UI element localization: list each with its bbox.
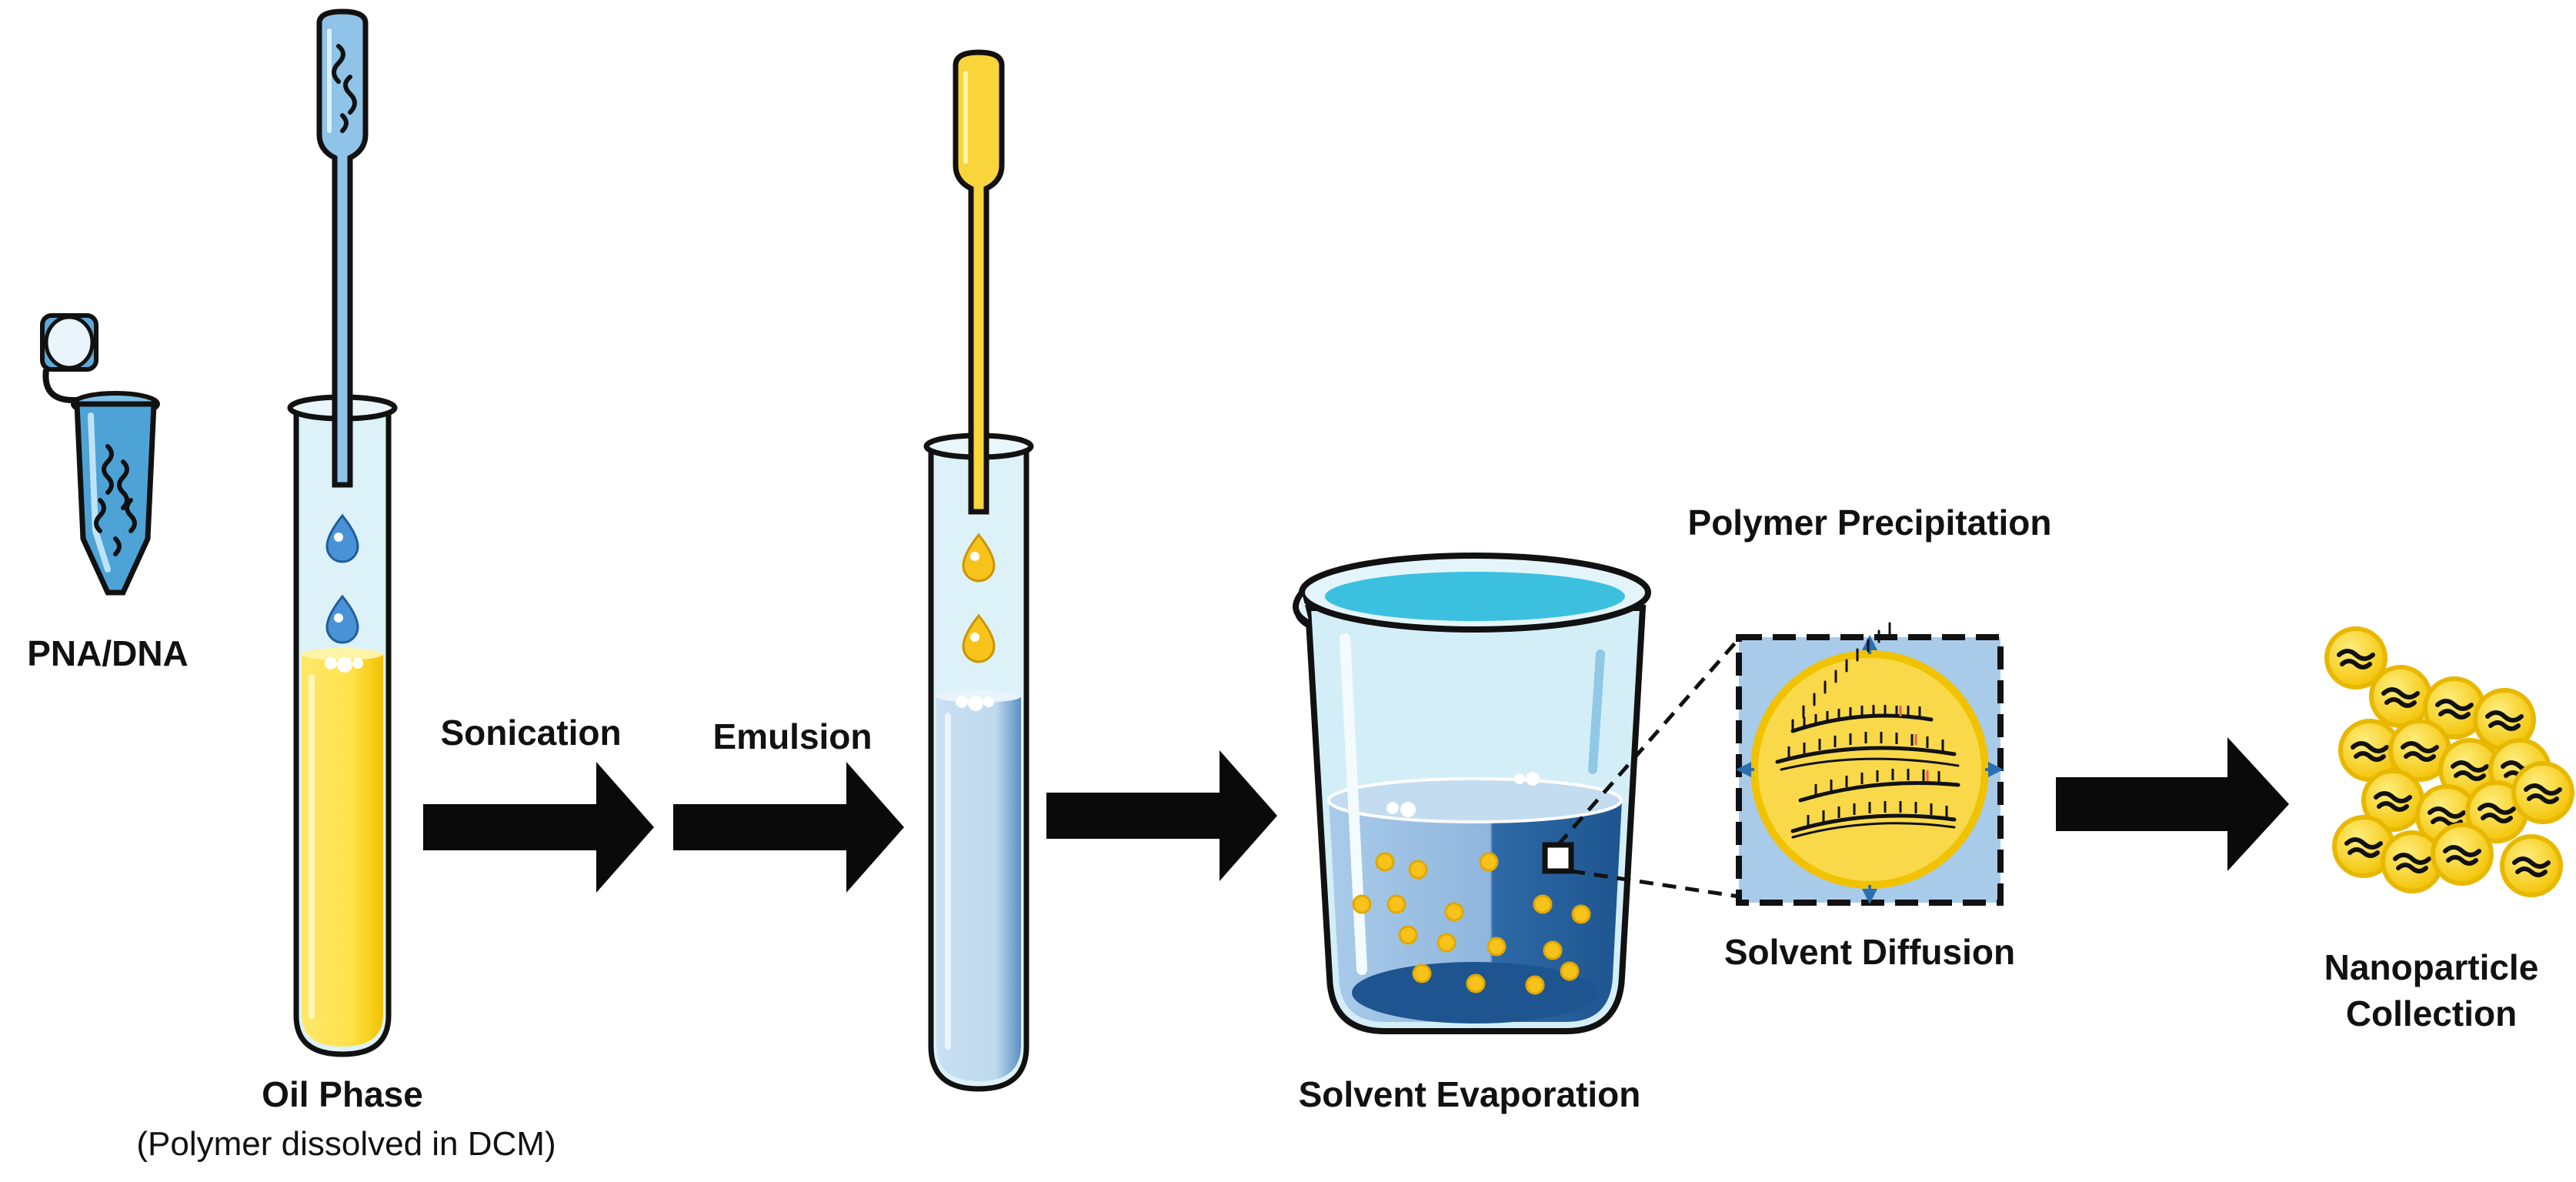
nanoparticle-collection-label-line2: Collection — [2345, 993, 2518, 1033]
polymer-strand-icon — [2381, 687, 2420, 708]
beaker-nanoparticles — [1352, 852, 1591, 995]
polymer-strand-icon — [2443, 845, 2481, 866]
nanoparticle — [2431, 823, 2494, 886]
oil-phase-note: (Polymer dissolved in DCM) — [136, 1125, 556, 1163]
blue-pipette-icon — [316, 8, 369, 488]
polymer-strand-icon — [2485, 710, 2524, 731]
evaporation-arrow-icon — [1046, 750, 1277, 881]
yellow-pipette-icon — [953, 49, 1005, 515]
sonication-label: Sonication — [440, 713, 622, 753]
solvent-evaporation-label: Solvent Evaporation — [1298, 1074, 1641, 1114]
oil-phase-label: Oil Phase — [262, 1074, 423, 1114]
polymer-strand-icon — [2351, 741, 2389, 762]
oil-phase-test-tube — [287, 394, 398, 1057]
solvent-diffusion-label: Solvent Diffusion — [1723, 932, 2016, 972]
polymer-strand-icon — [2344, 837, 2383, 858]
nanoparticle — [2369, 665, 2432, 728]
nanoparticle — [2324, 626, 2387, 690]
sonication-arrow-icon — [423, 762, 654, 893]
nanoparticle — [2511, 761, 2574, 824]
beaker-icon — [1293, 553, 1651, 1034]
collection-arrow-icon — [2056, 737, 2289, 871]
polymer-strand-icon — [2478, 803, 2516, 823]
zoom-marker-square — [1542, 842, 1574, 874]
polymer-strand-icon — [2393, 853, 2431, 873]
eppendorf-tube-icon — [40, 313, 160, 596]
pna-dna-label: PNA/DNA — [27, 633, 189, 673]
polymer-strand-icon — [2337, 649, 2375, 669]
polymer-strand-icon — [2512, 856, 2551, 877]
nanoparticle-collection-label-line1: Nanoparticle — [2324, 947, 2539, 987]
nanoparticle — [2500, 834, 2563, 897]
zoom-line-bottom — [1570, 869, 1740, 899]
polymer-precipitation-label: Polymer Precipitation — [1687, 503, 2052, 543]
polymer-strand-icon — [2451, 760, 2489, 781]
polymer-strand-icon — [2435, 699, 2474, 720]
emulsion-label: Emulsion — [712, 716, 873, 756]
polymer-strand-icon — [2374, 791, 2412, 812]
nanoparticle-cluster — [2324, 626, 2574, 897]
polymer-precipitation-inset — [1736, 622, 2004, 906]
emulsion-test-tube — [923, 432, 1034, 1092]
emulsion-arrow-icon — [673, 762, 904, 893]
polymer-strand-icon — [2401, 741, 2439, 762]
polymer-strand-icon — [2524, 783, 2562, 804]
